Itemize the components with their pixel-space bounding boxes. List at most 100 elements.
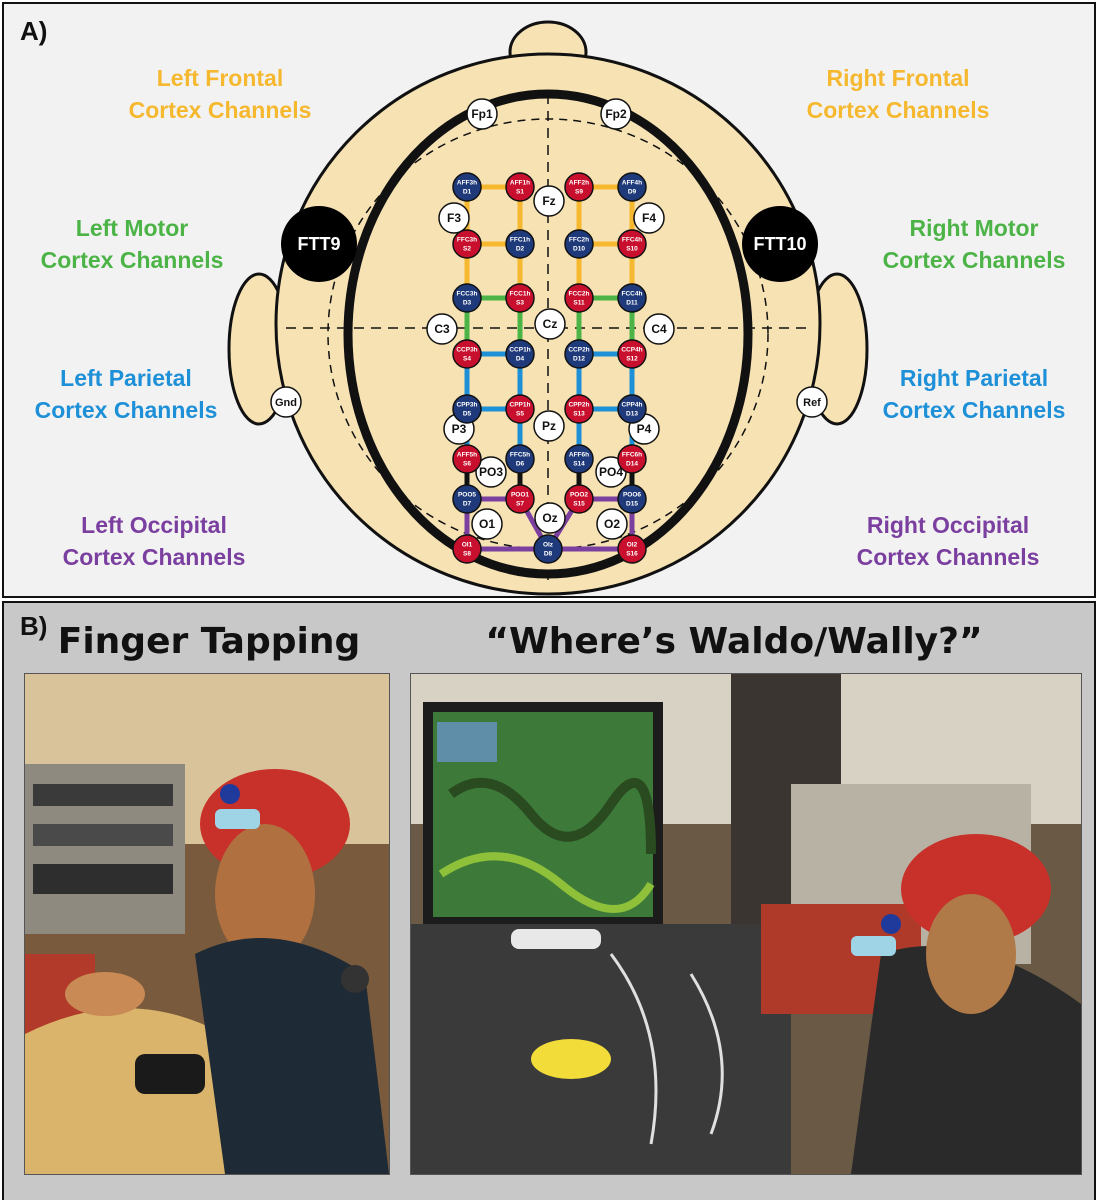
optode-cpp3h — [452, 394, 482, 424]
electrode-c4 — [643, 313, 675, 345]
electrode-label-o2: O2 — [604, 517, 620, 531]
optode-name-poo1: POO1 — [511, 492, 529, 499]
electrode-po3 — [475, 456, 507, 488]
left-motor-line2: Cortex Channels — [40, 247, 224, 273]
optode-name-ccp4h: CCP4h — [621, 347, 642, 354]
optode-ffc2h — [564, 229, 594, 259]
optode-id-cpp2h: S13 — [573, 411, 585, 418]
electrode-label-po4: PO4 — [599, 465, 623, 479]
finger-tapping-title: Finger Tapping — [57, 621, 361, 662]
electrode-fp1 — [466, 98, 498, 130]
right-occipital-line1: Right Occipital — [866, 512, 1030, 538]
ftt9-electrode — [281, 206, 357, 282]
optode-id-oiz: D8 — [544, 551, 553, 558]
optode-cpp4h — [617, 394, 647, 424]
right-occipital-line2: Cortex Channels — [856, 544, 1040, 570]
optode-oi1 — [452, 534, 482, 564]
optode-ccp4h — [617, 339, 647, 369]
optode-aff1h — [505, 172, 535, 202]
right-occipital-label: Right Occipital Cortex Channels — [798, 509, 1098, 573]
panel-b: B) Finger Tapping “Where’s Waldo/Wally?” — [2, 601, 1096, 1200]
electrode-f3 — [438, 202, 470, 234]
optode-oi2 — [617, 534, 647, 564]
optode-ccp2h — [564, 339, 594, 369]
gnd-electrode — [270, 386, 302, 418]
optode-name-aff1h: AFF1h — [510, 180, 530, 187]
electrode-label-c4: C4 — [651, 322, 667, 336]
optode-aff4h — [617, 172, 647, 202]
optode-id-poo5: D7 — [463, 501, 472, 508]
optode-id-aff6h: S14 — [573, 461, 585, 468]
electrode-o1 — [471, 508, 503, 540]
optode-poo1 — [505, 484, 535, 514]
waldo-photo — [410, 673, 1082, 1175]
gnd-label: Gnd — [275, 397, 297, 409]
optode-aff6h — [564, 444, 594, 474]
optode-ffc1h — [505, 229, 535, 259]
optode-id-fcc3h: D3 — [463, 300, 472, 307]
electrode-label-f3: F3 — [447, 211, 461, 225]
optode-ffc4h — [617, 229, 647, 259]
optode-id-fcc4h: D11 — [626, 300, 638, 307]
optode-fcc1h — [505, 283, 535, 313]
optode-ccp1h — [505, 339, 535, 369]
optode-name-ccp3h: CCP3h — [456, 347, 477, 354]
electrode-label-p3: P3 — [452, 422, 467, 436]
electrode-label-c3: C3 — [434, 322, 450, 336]
optode-name-aff6h: AFF6h — [569, 452, 589, 459]
finger-tapping-photo — [24, 673, 390, 1175]
electrode-label-cz: Cz — [543, 317, 558, 331]
electrode-label-oz: Oz — [542, 511, 557, 525]
left-occipital-line2: Cortex Channels — [62, 544, 246, 570]
optode-name-cpp2h: CPP2h — [569, 402, 590, 409]
electrode-label-p4: P4 — [637, 422, 652, 436]
optode-name-cpp4h: CPP4h — [622, 402, 643, 409]
optode-oiz — [533, 534, 563, 564]
electrode-cz — [534, 308, 566, 340]
optode-id-ccp1h: D4 — [516, 356, 525, 363]
right-parietal-line1: Right Parietal — [899, 365, 1049, 391]
optode-name-oi2: OI2 — [627, 542, 638, 549]
electrode-label-fz: Fz — [542, 194, 555, 208]
electrode-c3 — [426, 313, 458, 345]
left-occipital-label: Left Occipital Cortex Channels — [4, 509, 304, 573]
electrode-label-fp1: Fp1 — [471, 107, 493, 121]
left-parietal-line2: Cortex Channels — [34, 397, 218, 423]
optode-name-oiz: OIz — [543, 542, 554, 549]
electrode-oz — [534, 502, 566, 534]
optode-id-oi2: S16 — [626, 551, 638, 558]
ftt9-label: FTT9 — [298, 234, 341, 254]
waldo-illustration — [411, 674, 1081, 1174]
ftt10-electrode — [742, 206, 818, 282]
optode-poo2 — [564, 484, 594, 514]
waldo-title: “Where’s Waldo/Wally?” — [485, 621, 983, 662]
electrode-label-pz: Pz — [542, 419, 556, 433]
optode-name-ffc6h: FFC6h — [622, 452, 642, 459]
optode-cpp1h — [505, 394, 535, 424]
electrode-fp2 — [600, 98, 632, 130]
optode-aff3h — [452, 172, 482, 202]
left-parietal-line1: Left Parietal — [60, 365, 192, 391]
right-motor-line1: Right Motor — [909, 215, 1039, 241]
electrode-fz — [533, 185, 565, 217]
optode-name-ccp1h: CCP1h — [509, 347, 530, 354]
left-frontal-line2: Cortex Channels — [128, 97, 312, 123]
optode-id-aff2h: S9 — [575, 189, 583, 196]
optode-id-aff4h: D9 — [628, 189, 637, 196]
optode-id-aff3h: D1 — [463, 189, 472, 196]
optode-id-aff1h: S1 — [516, 189, 524, 196]
ref-label: Ref — [803, 397, 821, 409]
panel-b-label: B) — [20, 611, 48, 641]
left-occipital-line1: Left Occipital — [81, 512, 227, 538]
optode-id-ffc3h: S2 — [463, 246, 471, 253]
right-frontal-label: Right Frontal Cortex Channels — [748, 62, 1048, 126]
optode-id-ccp2h: D12 — [573, 356, 585, 363]
optode-ffc6h — [617, 444, 647, 474]
optode-name-oi1: OI1 — [462, 542, 473, 549]
optode-fcc4h — [617, 283, 647, 313]
optode-name-fcc4h: FCC4h — [622, 291, 643, 298]
left-motor-line1: Left Motor — [75, 215, 189, 241]
optode-name-ffc1h: FFC1h — [510, 237, 530, 244]
finger-tapping-illustration — [25, 674, 389, 1174]
